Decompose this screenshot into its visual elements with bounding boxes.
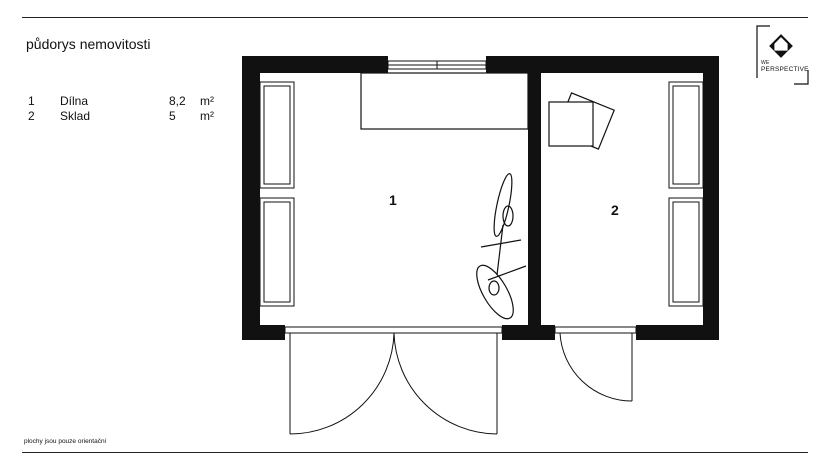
bicycle [476,173,527,320]
room-name: Sklad [60,109,91,123]
logo-mark [756,25,809,85]
boxes [548,92,615,150]
logo-text-perspective: PERSPECTIVE [761,66,809,73]
wall-left [242,56,260,340]
room-area-unit: m² [200,94,214,108]
shelves-right [668,81,704,307]
wall-bottom-right [636,325,719,340]
wall-top-right [486,56,719,73]
top-rule [22,17,808,18]
room-1-label: 1 [389,192,397,208]
logo-text-we: WE [761,60,770,66]
footnote: plochy jsou pouze orientační [24,438,107,445]
room-area: 5 [169,109,176,123]
workbench [360,72,529,130]
wall-bottom-left [242,325,285,340]
door-storage [554,326,637,402]
page-title: půdorys nemovitosti [26,36,151,52]
wall-partition [528,73,541,325]
room-2-label: 2 [611,202,619,218]
room-name: Dílna [60,94,89,108]
shelves-left [259,81,295,307]
room-number: 2 [28,109,35,123]
window-top [387,60,487,70]
room-area: 8,2 [169,94,186,108]
wall-top-left [242,56,388,73]
room-number: 1 [28,94,35,108]
double-door-workshop [284,326,503,435]
wall-bottom-middle [502,325,555,340]
room-area-unit: m² [200,109,214,123]
company-logo: WE PERSPECTIVE [752,24,810,78]
walls [242,56,719,340]
wall-right [703,56,719,340]
bottom-rule [22,452,808,453]
